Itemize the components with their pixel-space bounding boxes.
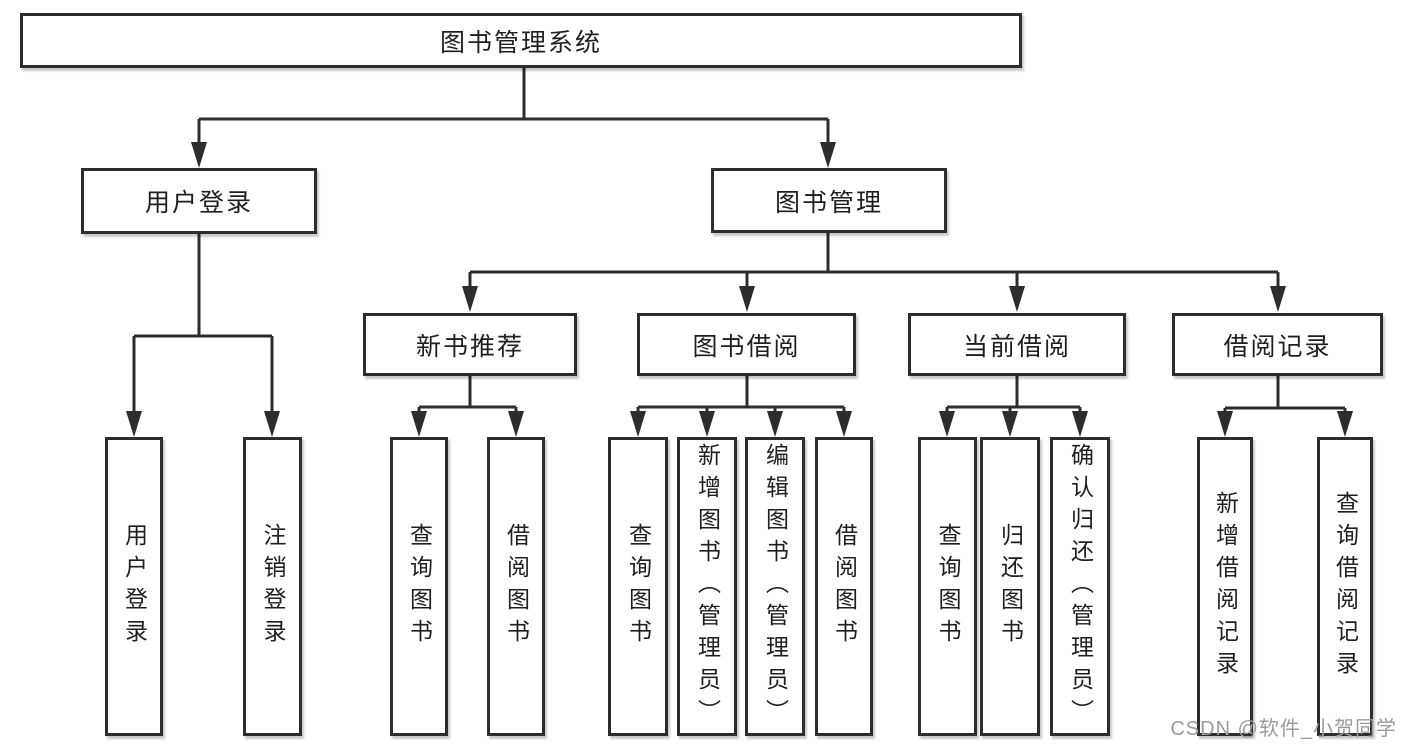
- node-root-system: 图书管理系统: [20, 13, 1022, 68]
- leaf-query-borrow-record: 查询借阅记录: [1317, 437, 1373, 736]
- csdn-watermark: CSDN @软件_小贺同学: [1170, 718, 1397, 740]
- leaf-user-login: 用户登录: [105, 437, 163, 736]
- node-user-login: 用户登录: [81, 168, 317, 234]
- leaf-logout: 注销登录: [243, 437, 302, 736]
- node-new-book-recommend: 新书推荐: [363, 313, 577, 376]
- node-current-borrowing: 当前借阅: [908, 313, 1126, 376]
- leaf-borrow-books-recommend: 借阅图书: [487, 437, 545, 736]
- connector-paths: [132, 68, 1347, 412]
- leaf-confirm-return-admin: 确认归还（管理员）: [1050, 437, 1110, 736]
- leaf-query-books-borrowing: 查询图书: [608, 437, 668, 736]
- node-book-borrowing: 图书借阅: [637, 313, 856, 376]
- leaf-query-books-current: 查询图书: [918, 437, 977, 736]
- node-borrowing-records: 借阅记录: [1172, 313, 1383, 376]
- leaf-return-books: 归还图书: [980, 437, 1040, 736]
- node-book-management: 图书管理: [711, 168, 947, 233]
- leaf-borrow-books: 借阅图书: [815, 437, 873, 736]
- leaf-add-book-admin: 新增图书（管理员）: [677, 437, 737, 736]
- leaf-edit-book-admin: 编辑图书（管理员）: [745, 437, 805, 736]
- leaf-query-books-recommend: 查询图书: [390, 437, 448, 736]
- connector-arrowheads: [126, 142, 1353, 437]
- leaf-add-borrow-record: 新增借阅记录: [1197, 437, 1253, 736]
